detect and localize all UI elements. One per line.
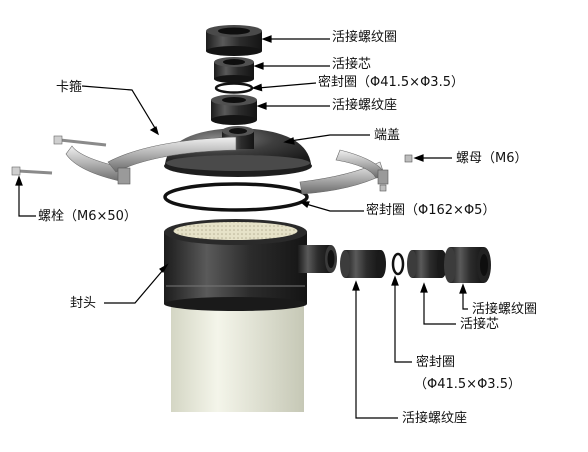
seal-ring-side-part bbox=[391, 252, 405, 276]
label-union-nut-top: 活接螺纹圈 bbox=[332, 30, 398, 45]
bolt-lower bbox=[11, 166, 53, 176]
union-nut-side-part bbox=[444, 247, 491, 283]
union-core-top-part bbox=[214, 57, 254, 83]
label-head: 封头 bbox=[70, 296, 97, 311]
union-seat-side-part bbox=[340, 250, 386, 278]
label-clamp: 卡箍 bbox=[56, 80, 83, 95]
label-union-nut-side: 活接螺纹圈 bbox=[472, 302, 538, 317]
clamp-part bbox=[65, 136, 389, 195]
leader-lines bbox=[15, 35, 468, 419]
label-seal-ring-side-spec: （Φ41.5×Φ3.5） bbox=[414, 377, 521, 392]
label-seal-ring-large: 密封圈（Φ162×Φ5） bbox=[366, 203, 496, 218]
bolt-upper bbox=[53, 135, 107, 147]
label-seal-ring-top: 密封圈（Φ41.5×Φ3.5） bbox=[318, 75, 464, 90]
seal-ring-large bbox=[163, 182, 309, 212]
label-union-seat-top: 活接螺纹座 bbox=[332, 98, 398, 113]
union-nut-top-part bbox=[206, 25, 262, 56]
label-end-cap: 端盖 bbox=[374, 128, 401, 143]
end-cap-part bbox=[164, 126, 312, 177]
head-part bbox=[164, 219, 337, 311]
label-seal-ring-side: 密封圈 bbox=[416, 355, 456, 370]
label-nut: 螺母（M6） bbox=[456, 151, 528, 166]
union-seat-top-part bbox=[211, 94, 257, 125]
union-core-side-part bbox=[407, 250, 447, 278]
seal-ring-top-part bbox=[214, 82, 254, 94]
label-union-core-top: 活接芯 bbox=[332, 57, 372, 72]
label-union-seat-side: 活接螺纹座 bbox=[402, 411, 468, 426]
label-bolt: 螺栓（M6×50） bbox=[38, 209, 137, 224]
nut-part bbox=[404, 154, 413, 163]
label-union-core-side: 活接芯 bbox=[460, 317, 500, 332]
nut-part-2 bbox=[379, 184, 387, 192]
